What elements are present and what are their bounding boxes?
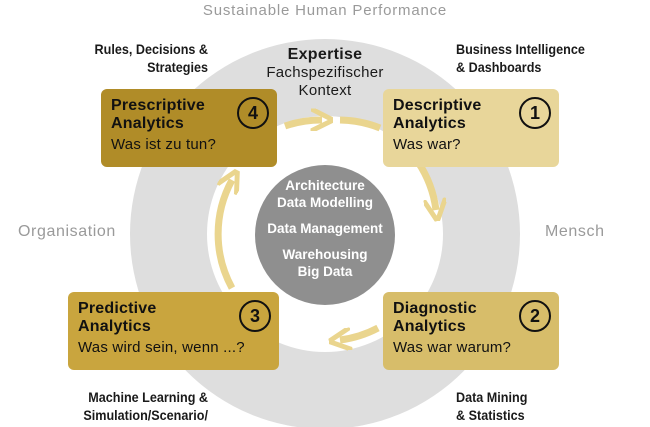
card-predictive-name-1: Predictive (78, 300, 157, 317)
corner-bottom-right-line-1: Data Mining (456, 389, 528, 405)
expertise-line-3: Kontext (298, 82, 352, 99)
step-number-badge-4: 4 (237, 97, 269, 129)
card-prescriptive-question: Was ist zu tun? (111, 136, 216, 153)
expertise-title: Expertise (287, 46, 363, 63)
corner-top-left: Rules, Decisions & Strategies (57, 40, 208, 76)
arrow-3-to-4 (214, 180, 232, 290)
card-descriptive-question: Was war? (393, 136, 461, 153)
right-axis-label: Mensch (545, 223, 605, 240)
hub-line-1: Architecture (285, 178, 365, 193)
corner-top-right: Business Intelligence & Dashboards (456, 40, 627, 76)
expertise-label: Expertise Fachspezifischer Kontext (220, 46, 430, 100)
card-descriptive-name-2: Analytics (393, 115, 466, 132)
card-prescriptive-name-1: Prescriptive (111, 97, 206, 114)
corner-top-right-line-1: Business Intelligence (456, 41, 585, 57)
hub-line-5: Big Data (297, 264, 353, 279)
step-number-badge-2: 2 (519, 300, 551, 332)
hub-line-2: Data Modelling (276, 195, 373, 210)
card-diagnostic-analytics: Diagnostic Analytics Was war warum? 2 (383, 292, 559, 370)
arrow-2-to-3 (340, 324, 380, 340)
data-management-hub: Architecture Data Modelling Data Managem… (255, 165, 395, 305)
corner-bottom-left: Machine Learning & Simulation/Scenario/ (57, 388, 208, 424)
card-diagnostic-name-2: Analytics (393, 318, 466, 335)
corner-top-right-line-2: & Dashboards (456, 59, 542, 75)
corner-bottom-left-line-2: Simulation/Scenario/ (83, 407, 208, 423)
corner-top-left-line-1: Rules, Decisions & (94, 41, 208, 57)
step-number-badge-1: 1 (519, 97, 551, 129)
card-descriptive-analytics: Descriptive Analytics Was war? 1 (383, 89, 559, 167)
card-diagnostic-name-1: Diagnostic (393, 300, 477, 317)
corner-bottom-right-line-2: & Statistics (456, 407, 525, 423)
card-predictive-question: Was wird sein, wenn ...? (78, 339, 245, 356)
diagram-title: Sustainable Human Performance (202, 2, 448, 19)
card-prescriptive-name-2: Analytics (111, 115, 184, 132)
card-predictive-analytics: Predictive Analytics Was wird sein, wenn… (68, 292, 279, 370)
card-prescriptive-analytics: Prescriptive Analytics Was ist zu tun? 4 (101, 89, 277, 167)
card-predictive-name-2: Analytics (78, 318, 151, 335)
hub-line-4: Warehousing (282, 247, 368, 262)
corner-top-left-line-2: Strategies (147, 59, 208, 75)
left-axis-label: Organisation (18, 223, 116, 240)
step-number-badge-3: 3 (239, 300, 271, 332)
arrow-top-right-link (339, 116, 382, 132)
corner-bottom-right: Data Mining & Statistics (456, 388, 591, 424)
expertise-line-2: Fachspezifischer (266, 64, 384, 81)
card-descriptive-name-1: Descriptive (393, 97, 482, 114)
card-diagnostic-question: Was war warum? (393, 339, 512, 356)
arrow-4-to-1 (283, 120, 322, 126)
corner-bottom-left-line-1: Machine Learning & (88, 389, 208, 405)
hub-line-3: Data Management (267, 221, 383, 236)
